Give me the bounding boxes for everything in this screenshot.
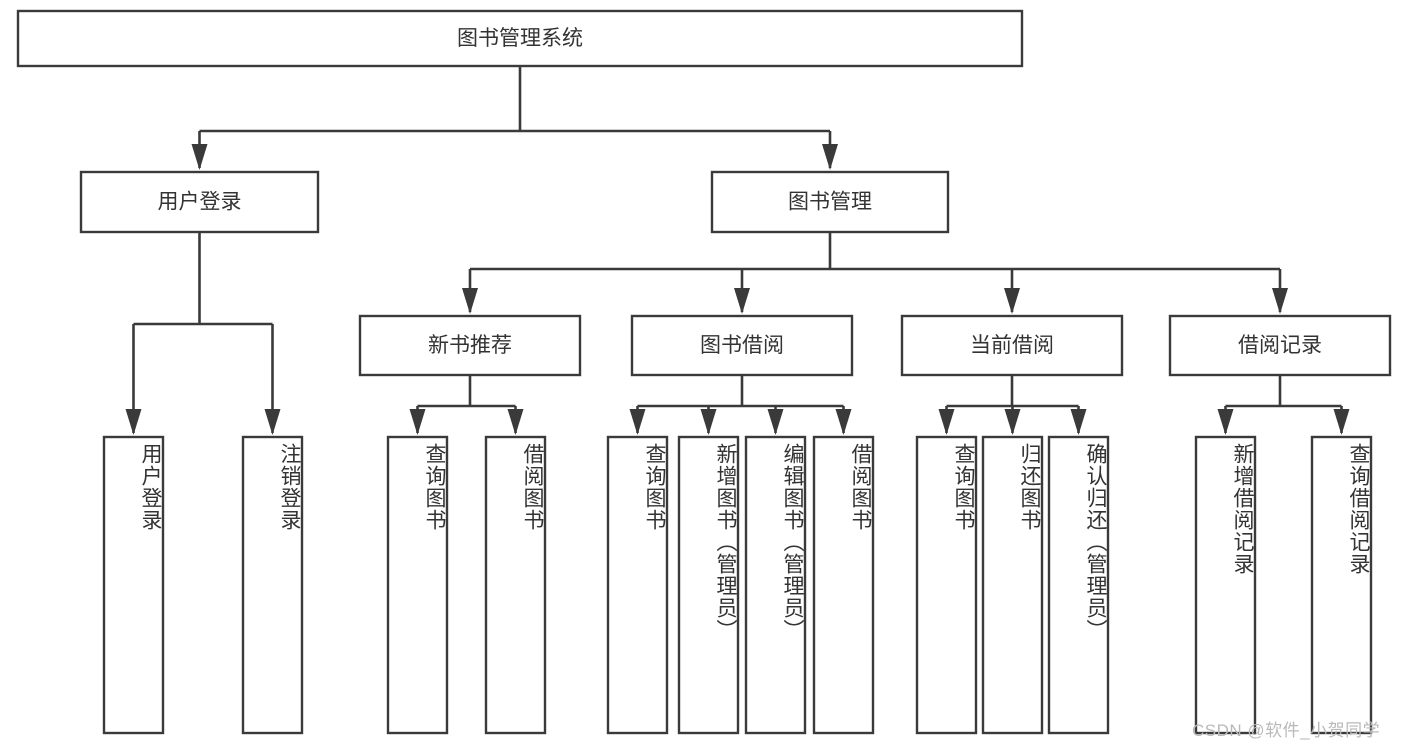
arrow-head-icon — [1272, 288, 1288, 314]
node-level2-label-1: 图书管理 — [788, 191, 872, 214]
node-level3-label-0: 新书推荐 — [428, 334, 512, 357]
node-leaf-box-12[interactable] — [1310, 435, 1373, 735]
node-leaf-box-9[interactable] — [981, 435, 1044, 735]
node-leaf-box-4[interactable] — [606, 435, 669, 735]
node-level3-box-2[interactable] — [900, 314, 1124, 377]
arrow-head-icon — [191, 144, 208, 170]
node-leaf-box-2[interactable] — [386, 435, 449, 735]
node-level3-box-0[interactable] — [358, 314, 582, 377]
arrow-head-icon — [409, 409, 426, 435]
arrow-head-icon — [700, 409, 717, 435]
arrow-head-icon — [629, 409, 646, 435]
arrow-head-icon — [507, 409, 524, 435]
node-leaf-box-8[interactable] — [915, 435, 978, 735]
arrow-head-icon — [767, 409, 784, 435]
arrow-head-icon — [822, 144, 838, 170]
node-leaf-box-3[interactable] — [484, 435, 547, 735]
node-level3-label-1: 图书借阅 — [700, 334, 784, 357]
node-root-box[interactable] — [16, 9, 1024, 68]
node-level3-box-1[interactable] — [630, 314, 854, 377]
box-layer — [16, 9, 1392, 735]
node-leaf-box-1[interactable] — [241, 435, 304, 735]
node-root-label: 图书管理系统 — [457, 27, 583, 50]
connector-layer — [125, 66, 1350, 435]
csdn-watermark: CSDN @软件_小贺同学 — [1192, 721, 1381, 740]
arrow-head-icon — [1217, 409, 1234, 435]
arrow-head-icon — [125, 409, 142, 435]
arrow-head-icon — [1333, 409, 1350, 435]
node-level3-label-2: 当前借阅 — [970, 334, 1054, 357]
node-leaf-box-6[interactable] — [744, 435, 807, 735]
node-leaf-box-10[interactable] — [1047, 435, 1110, 735]
arrow-head-icon — [734, 288, 750, 314]
node-leaf-box-5[interactable] — [677, 435, 740, 735]
arrow-head-icon — [938, 409, 955, 435]
node-level3-label-3: 借阅记录 — [1238, 334, 1322, 357]
node-level2-box-0[interactable] — [79, 170, 320, 234]
arrow-head-icon — [1004, 409, 1021, 435]
node-leaf-box-0[interactable] — [102, 435, 165, 735]
arrow-head-icon — [462, 288, 478, 314]
node-level2-label-0: 用户登录 — [158, 191, 242, 214]
node-level2-box-1[interactable] — [710, 170, 950, 234]
node-leaf-box-11[interactable] — [1194, 435, 1257, 735]
arrow-head-icon — [1070, 409, 1087, 435]
arrow-head-icon — [835, 409, 852, 435]
node-level3-box-3[interactable] — [1168, 314, 1392, 377]
arrow-head-icon — [1004, 288, 1020, 314]
arrow-head-icon — [264, 409, 281, 435]
node-leaf-box-7[interactable] — [812, 435, 875, 735]
